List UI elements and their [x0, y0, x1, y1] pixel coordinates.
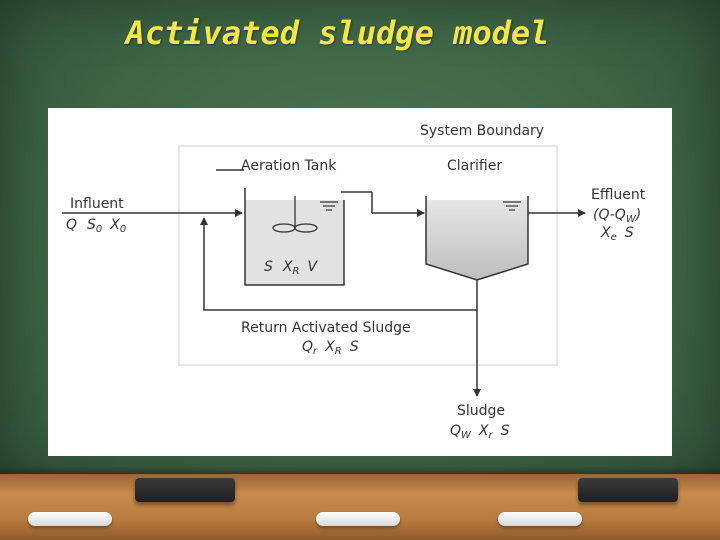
water-level-icon [503, 201, 521, 211]
system-boundary-label: System Boundary [420, 123, 544, 139]
clarifier-label: Clarifier [447, 158, 502, 174]
clarifier-body [426, 200, 528, 280]
water-level-icon [320, 201, 338, 211]
diagram-panel [48, 108, 672, 456]
ledge-shadow [0, 466, 720, 476]
chalk-stick [498, 512, 582, 526]
sludge-label: Sludge [457, 403, 505, 419]
chalk-stick [316, 512, 400, 526]
aeration-tank-walls [244, 188, 345, 286]
slide-title: Activated sludge model [125, 14, 550, 52]
return-sludge-label: Return Activated Sludge [241, 320, 411, 336]
aeration-tank-label: Aeration Tank [241, 158, 337, 174]
effluent-label: Effluent [591, 187, 646, 203]
chalk-stick [28, 512, 112, 526]
mixer-icon [272, 196, 318, 233]
eraser [578, 478, 678, 502]
eraser [135, 478, 235, 502]
system-boundary-box [178, 145, 558, 366]
effluent-flow: (Q-QW) [593, 207, 641, 225]
return-sludge-line [200, 217, 478, 311]
influent-label: Influent [70, 196, 124, 212]
